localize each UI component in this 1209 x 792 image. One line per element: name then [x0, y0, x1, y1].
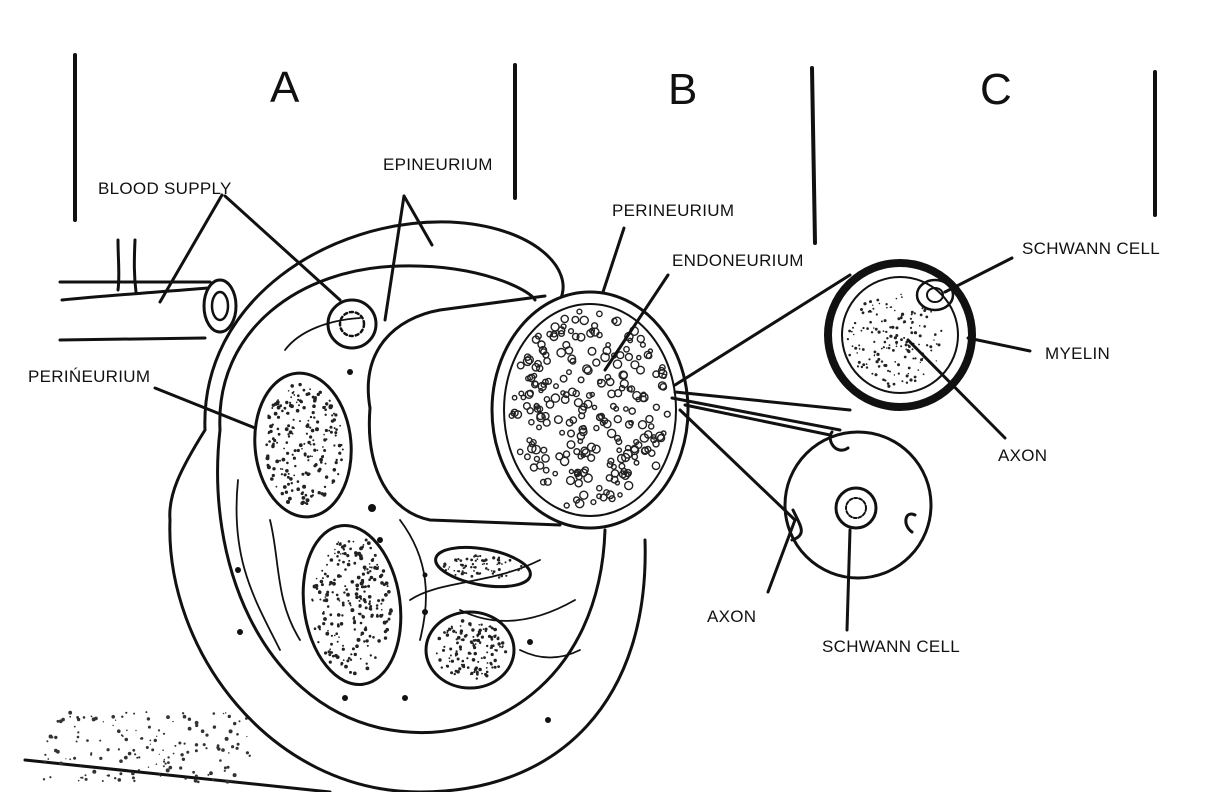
- label-epineurium: EPINEURIUM: [383, 155, 493, 174]
- section-letter-a: A: [270, 63, 300, 112]
- label-schwann-cell-bottom: SCHWANN CELL: [822, 637, 960, 656]
- label-perineurium-b: PERINEURIUM: [612, 201, 734, 220]
- fascicle-2: [293, 519, 410, 691]
- unmyelinated-fiber: [785, 432, 931, 578]
- label-schwann-cell-top: SCHWANN CELL: [1022, 239, 1160, 258]
- ground-shading: [25, 711, 330, 792]
- section-letter-c: C: [980, 65, 1012, 114]
- label-perineurium-a: PERIŃEURIUM: [28, 367, 150, 386]
- label-axon-bottom: AXON: [707, 607, 756, 626]
- label-endoneurium: ENDONEURIUM: [672, 251, 804, 270]
- divider-3: [812, 68, 815, 243]
- label-myelin: MYELIN: [1045, 344, 1110, 363]
- fascicle-cylinder: [368, 292, 688, 528]
- section-letter-b: B: [668, 65, 697, 114]
- blood-vessel: [60, 240, 236, 340]
- myelinated-fiber: [828, 263, 972, 407]
- projection-lines: [672, 275, 850, 520]
- label-blood-supply: BLOOD SUPPLY: [98, 179, 232, 198]
- epineurial-vessel: [328, 300, 376, 348]
- label-axon-right: AXON: [998, 446, 1047, 465]
